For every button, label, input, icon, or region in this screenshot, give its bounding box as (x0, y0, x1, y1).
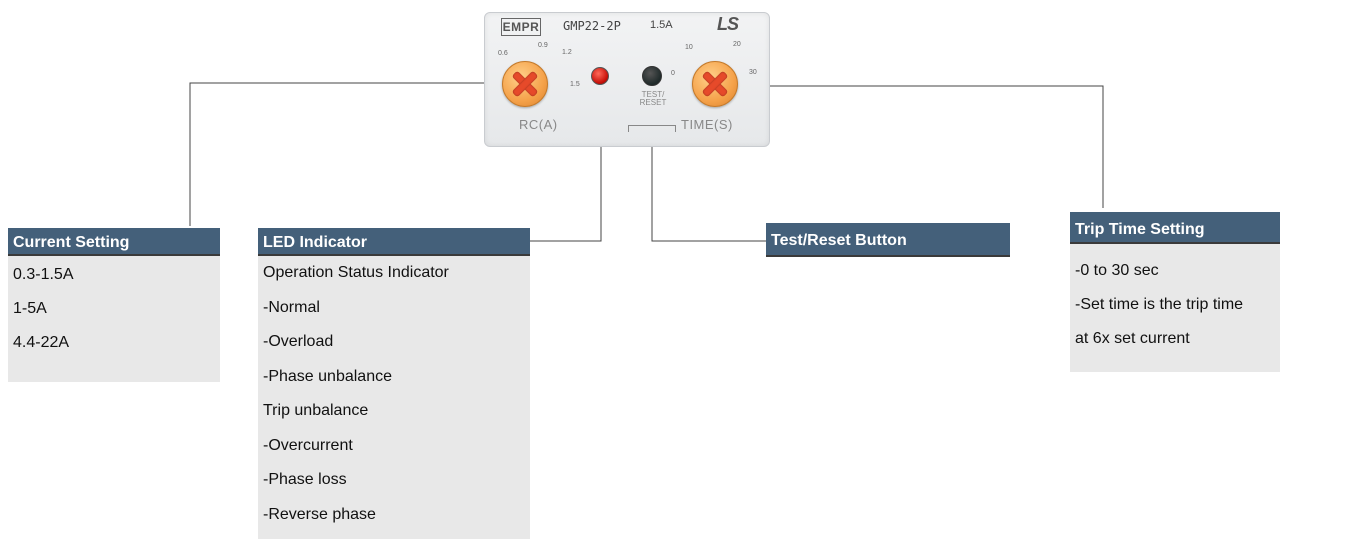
callout-line: 1-5A (13, 300, 47, 317)
time-tick-label: 0 (671, 70, 675, 77)
test-reset-button[interactable] (642, 66, 662, 86)
current-setting-callout: Current Setting 0.3-1.5A 1-5A 4.4-22A (8, 228, 220, 382)
status-led (591, 67, 609, 85)
callout-line: Operation Status Indicator (263, 264, 449, 281)
callout-body: -0 to 30 sec -Set time is the trip time … (1070, 244, 1280, 372)
trip-time-connector (745, 81, 1104, 208)
callout-line: -0 to 30 sec (1075, 262, 1159, 279)
callout-body: 0.3-1.5A 1-5A 4.4-22A (8, 256, 220, 382)
callout-line: at 6x set current (1075, 330, 1190, 347)
rc-tick-label: 0.9 (538, 42, 548, 49)
brand-badge: EMPR (501, 18, 541, 36)
led-indicator-callout: LED Indicator Operation Status Indicator… (258, 228, 530, 539)
callout-body: Operation Status Indicator -Normal -Over… (258, 256, 530, 539)
callout-title: LED Indicator (258, 228, 530, 256)
model-number: GMP22-2P (563, 19, 621, 33)
callout-line: -Overload (263, 333, 334, 350)
rc-tick-label: 1.5 (570, 81, 580, 88)
time-dial-label: TIME(S) (681, 117, 733, 132)
callout-title: Test/Reset Button (766, 223, 1010, 257)
callout-line: -Reverse phase (263, 505, 376, 523)
callout-line: -Set time is the trip time (1075, 296, 1244, 313)
callout-line: 0.3-1.5A (13, 266, 74, 283)
time-tick-label: 20 (733, 41, 741, 48)
callout-line: -Phase unbalance (263, 367, 392, 385)
callout-line: Trip unbalance (263, 402, 369, 419)
rc-tick-label: 1.2 (562, 49, 572, 56)
test-reset-callout: Test/Reset Button (766, 223, 1010, 257)
rc-tick-label: 0.6 (498, 50, 508, 57)
callout-line: -Normal (263, 298, 320, 316)
time-tick-label: 30 (749, 69, 757, 76)
time-tick-label: 10 (685, 44, 693, 51)
callout-title: Current Setting (8, 228, 220, 256)
current-setting-dial[interactable] (502, 61, 548, 107)
bracket-divider (628, 125, 676, 132)
test-label: TEST/ RESET (639, 90, 667, 107)
trip-time-dial[interactable] (692, 61, 738, 107)
trip-time-callout: Trip Time Setting -0 to 30 sec -Set time… (1070, 212, 1280, 372)
callout-line: -Phase loss (263, 471, 347, 488)
rc-dial-label: RC(A) (519, 117, 558, 132)
ls-logo: LS (717, 14, 739, 34)
callout-title: Trip Time Setting (1070, 212, 1280, 244)
current-rating: 1.5A (650, 19, 673, 31)
callout-line: -Overcurrent (263, 436, 353, 454)
current-setting-connector (189, 78, 496, 226)
empr-device-panel: EMPR GMP22-2P 1.5A LS 0.6 0.9 1.2 1.5 RC… (484, 12, 770, 147)
callout-line: 4.4-22A (13, 334, 70, 351)
